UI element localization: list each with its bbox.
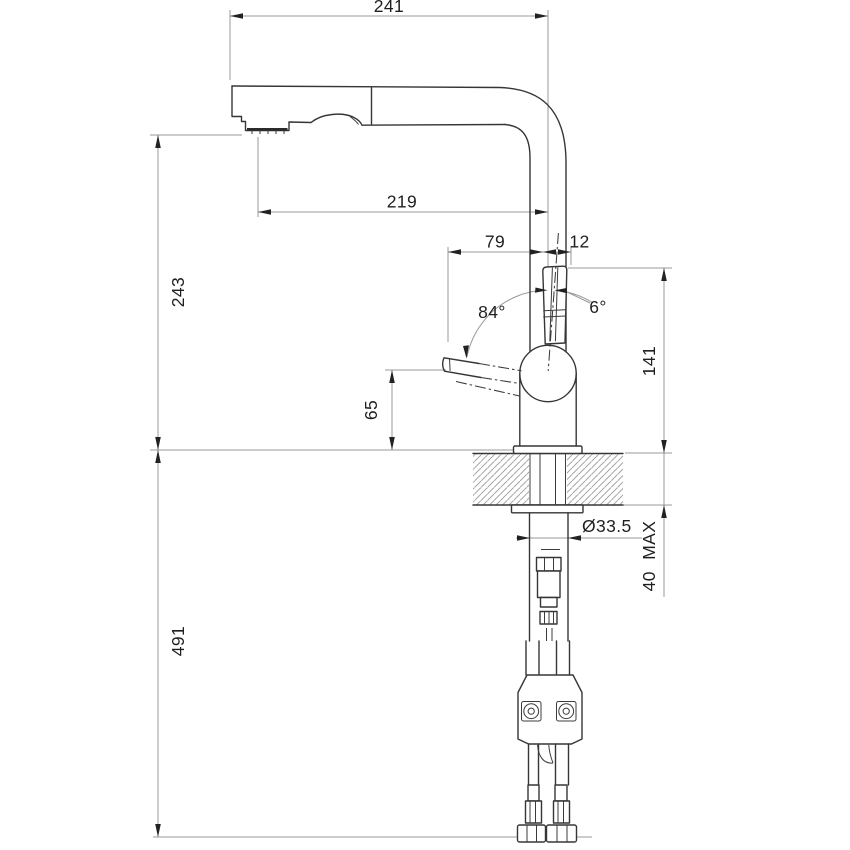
supply-nut-left [516,824,547,843]
supply-nut-right [545,824,578,843]
dim-label-shank-diameter: Ø33.5 [582,516,632,536]
spray-axis-centerline [547,232,559,372]
extension-lines [150,10,672,838]
under-counter-tube [528,512,569,642]
hose-connectors [516,784,578,843]
dim-label-offset-12: 12 [569,232,589,252]
dim-label-height-243: 243 [168,277,188,307]
weight-screw-plate-left [521,701,542,722]
spray-hose-guide [542,265,568,345]
weight-screw-plate-right [556,701,577,722]
dim-label-hose-491: 491 [168,626,188,656]
mounting-shank [529,453,566,505]
base-flange [512,445,583,455]
hose-weight [517,674,583,745]
hoses-upper [525,640,571,676]
handle-phantom-lines [455,362,522,397]
countertop-section [472,452,624,506]
weight-screw-left [523,703,540,720]
check-valve-fitting [535,556,562,641]
faucet-body [519,265,577,447]
dim-label-offset-79: 79 [485,232,505,252]
faucet-handle [441,357,482,379]
faucet-spout [231,85,567,353]
weight-screw-right [558,703,575,720]
dim-label-handle-angle: 84° [478,302,506,322]
dim-label-spout-width: 241 [374,0,404,16]
dimension-labels: 241 219 79 12 243 491 65 141 40 MAX Ø33.… [168,0,659,656]
dim-label-body-141: 141 [639,346,659,376]
pullout-release-button [310,113,506,126]
dim-label-handle-65: 65 [361,400,381,420]
hoses-lower [527,743,570,786]
faucet-base-and-underside [510,445,584,843]
mounting-nut [510,504,584,514]
dim-label-spout-reach: 219 [387,192,417,212]
dim-label-counter-max: 40 MAX [639,521,659,592]
centerlines [455,232,559,397]
ball-joint [519,344,577,403]
dim-label-spray-angle: 6° [589,297,607,317]
hose-loop-detail [537,744,554,764]
dimension-arrows [155,13,667,837]
body-column [519,372,577,447]
angle-arc-arrow [463,345,469,359]
